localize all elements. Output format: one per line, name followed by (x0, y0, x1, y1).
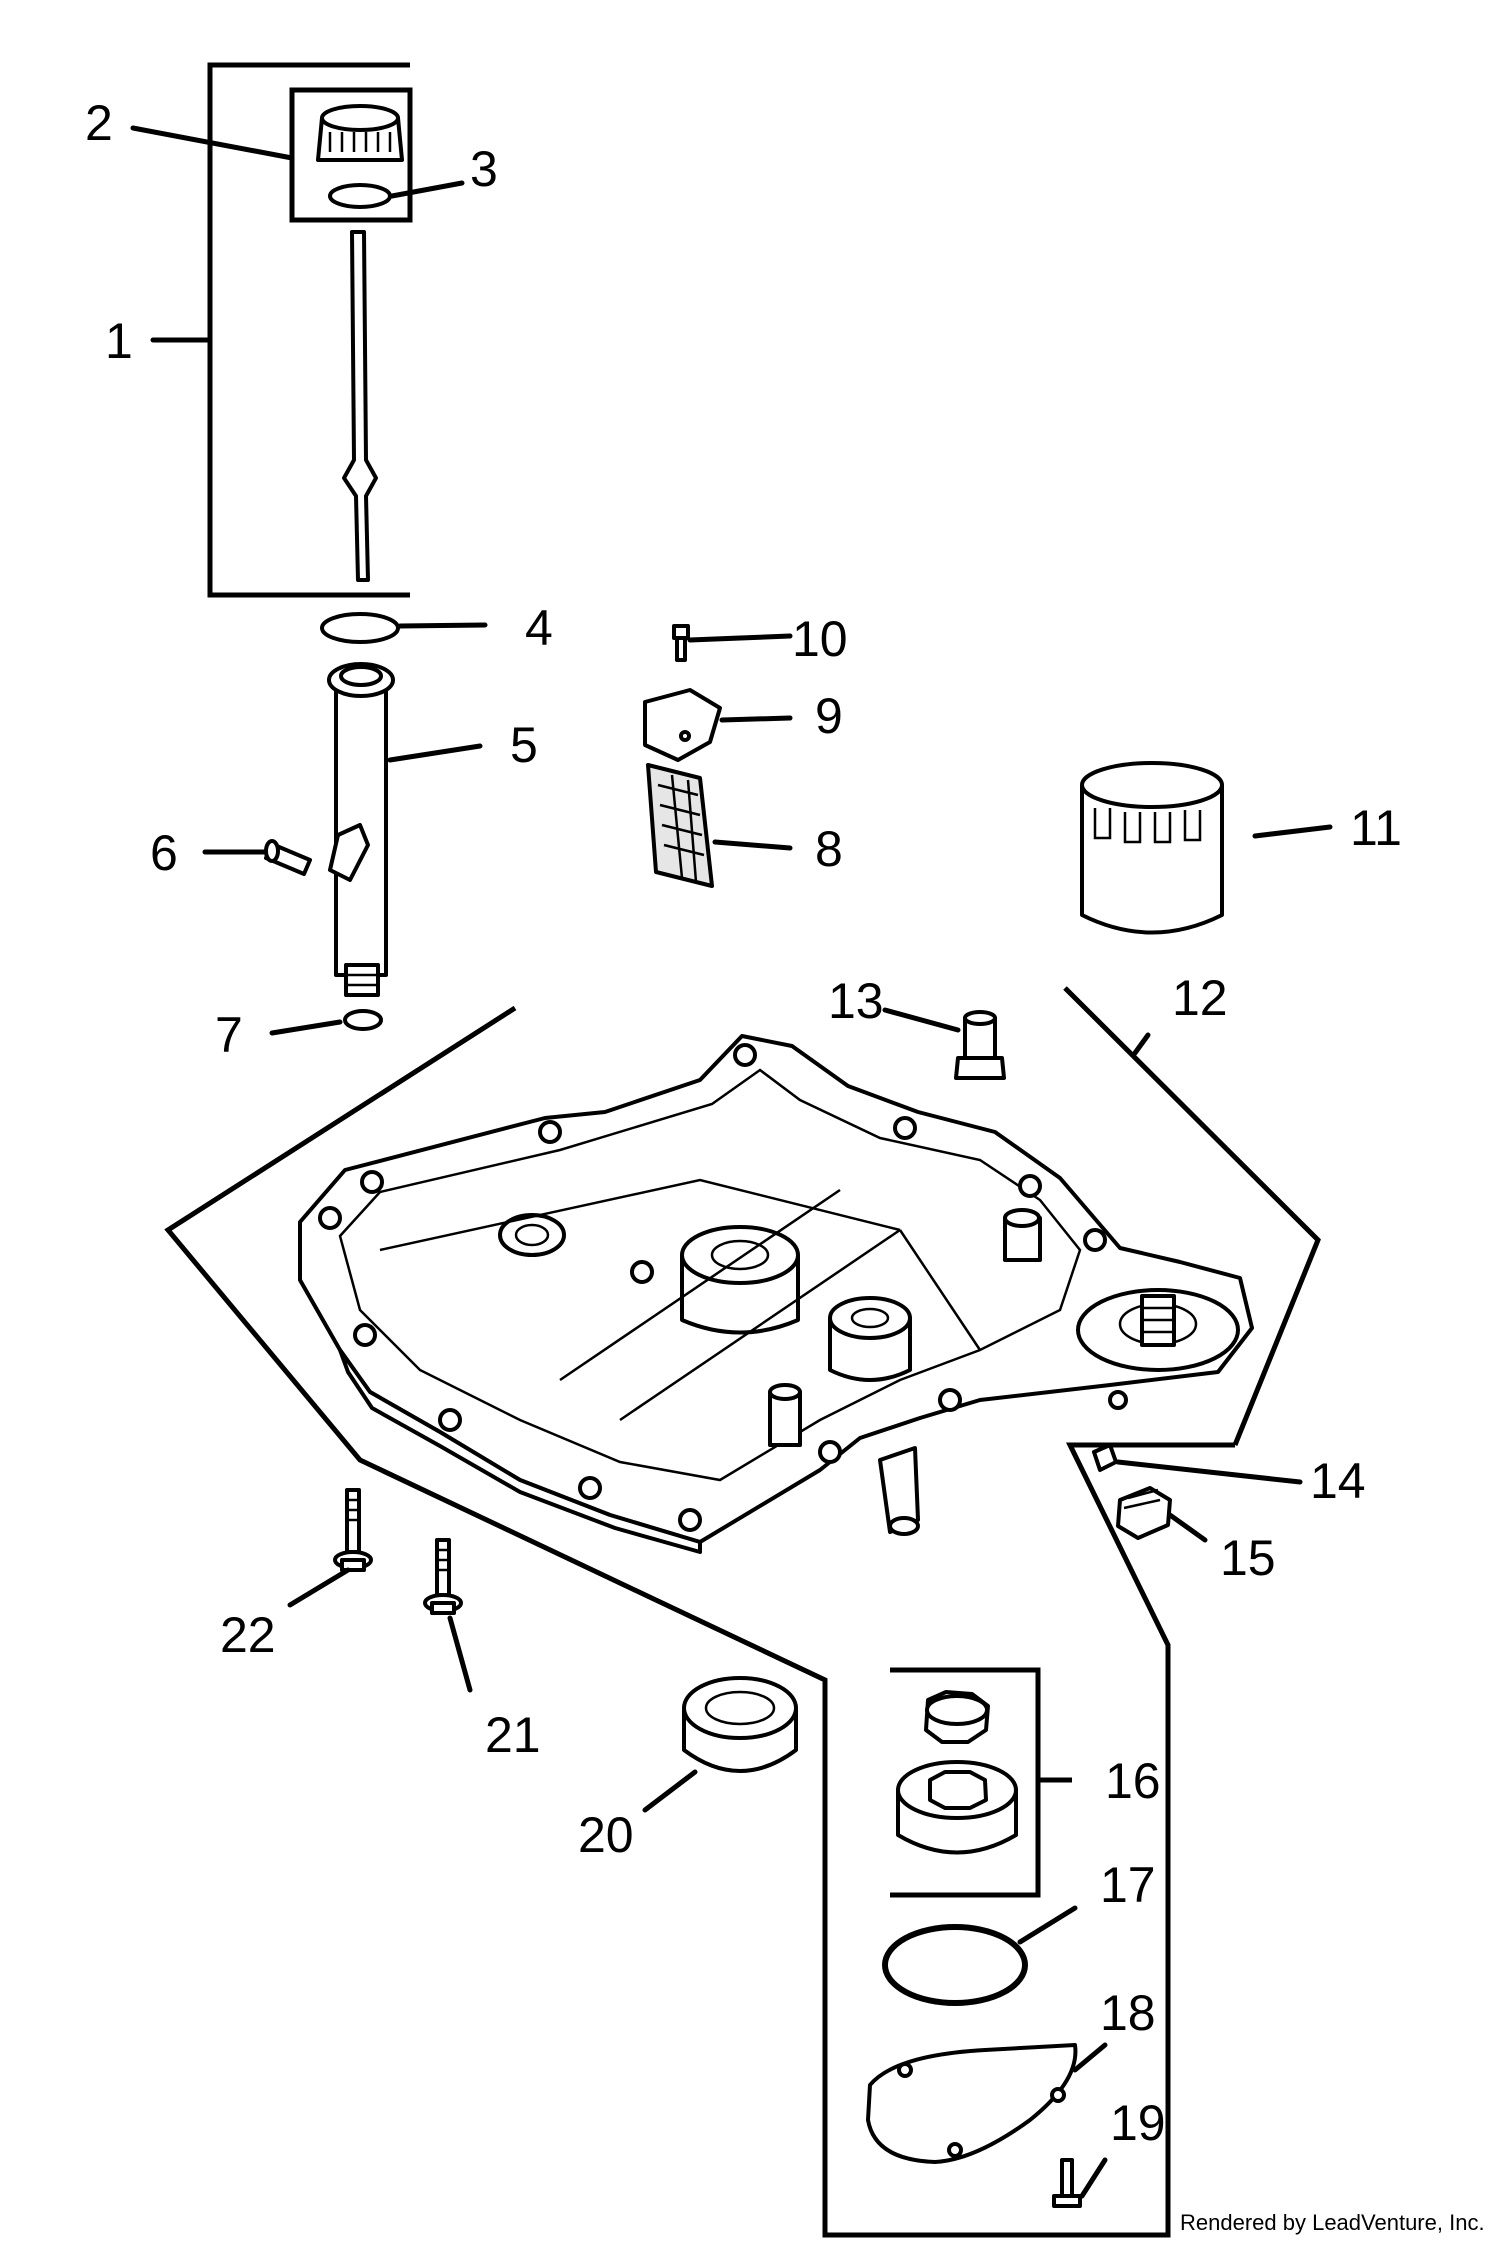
callout-16: 16 (1105, 1753, 1161, 1809)
callout-5: 5 (510, 717, 538, 773)
callout-2: 2 (85, 95, 113, 151)
part-17-o-ring (882, 1924, 1028, 2006)
part-7-o-ring (343, 1009, 383, 1031)
callout-1: 1 (105, 313, 133, 369)
part-11-oil-filter (1080, 761, 1224, 935)
part-3-o-ring (328, 183, 392, 209)
callout-14: 14 (1310, 1453, 1366, 1509)
bracket-oil-pan (164, 986, 1321, 2238)
render-credit: Rendered by LeadVenture, Inc. (1180, 2210, 1485, 2235)
callout-21: 21 (485, 1707, 541, 1763)
callout-20: 20 (578, 1807, 634, 1863)
part-8-screen (646, 763, 714, 888)
bracket-dipstick-assembly (207, 62, 413, 598)
part-6-screw (264, 839, 312, 876)
callouts: 1 2 3 4 5 6 7 8 9 10 11 12 13 14 15 16 1… (85, 95, 1402, 2151)
part-18-cover-plate (866, 2043, 1078, 2164)
callout-9: 9 (815, 688, 843, 744)
part-12-oil-pan (298, 1034, 1254, 1554)
part-16-oil-pump-rotors (896, 1690, 1018, 1855)
callout-12: 12 (1172, 970, 1228, 1026)
callout-11: 11 (1350, 800, 1402, 856)
part-13-fitting (954, 1010, 1006, 1080)
part-10-screw (672, 624, 690, 662)
part-9-baffle (643, 688, 722, 762)
part-20-oil-seal (682, 1676, 798, 1773)
callout-8: 8 (815, 821, 843, 877)
part-1-dipstick (342, 230, 378, 582)
part-15-drain-plug (1116, 1486, 1172, 1540)
callout-17: 17 (1100, 1857, 1156, 1913)
callout-18: 18 (1100, 1985, 1156, 2041)
part-5-dipstick-tube (327, 662, 395, 997)
part-14-plug (1092, 1443, 1118, 1472)
callout-4: 4 (525, 600, 553, 656)
part-21-bolt (423, 1538, 463, 1615)
callout-7: 7 (215, 1007, 243, 1063)
callout-6: 6 (150, 825, 178, 881)
part-19-screw (1052, 2158, 1082, 2208)
callout-3: 3 (470, 141, 498, 197)
bracket-oil-pump (890, 1667, 1072, 1898)
callout-19: 19 (1110, 2095, 1166, 2151)
callout-10: 10 (792, 611, 848, 667)
callout-22: 22 (220, 1607, 276, 1663)
callout-13: 13 (828, 973, 884, 1029)
leader-lines (130, 125, 1333, 2199)
part-22-bolt (333, 1488, 373, 1572)
part-2-dipstick-cap (316, 104, 404, 162)
part-4-o-ring (320, 612, 400, 644)
callout-15: 15 (1220, 1530, 1276, 1586)
